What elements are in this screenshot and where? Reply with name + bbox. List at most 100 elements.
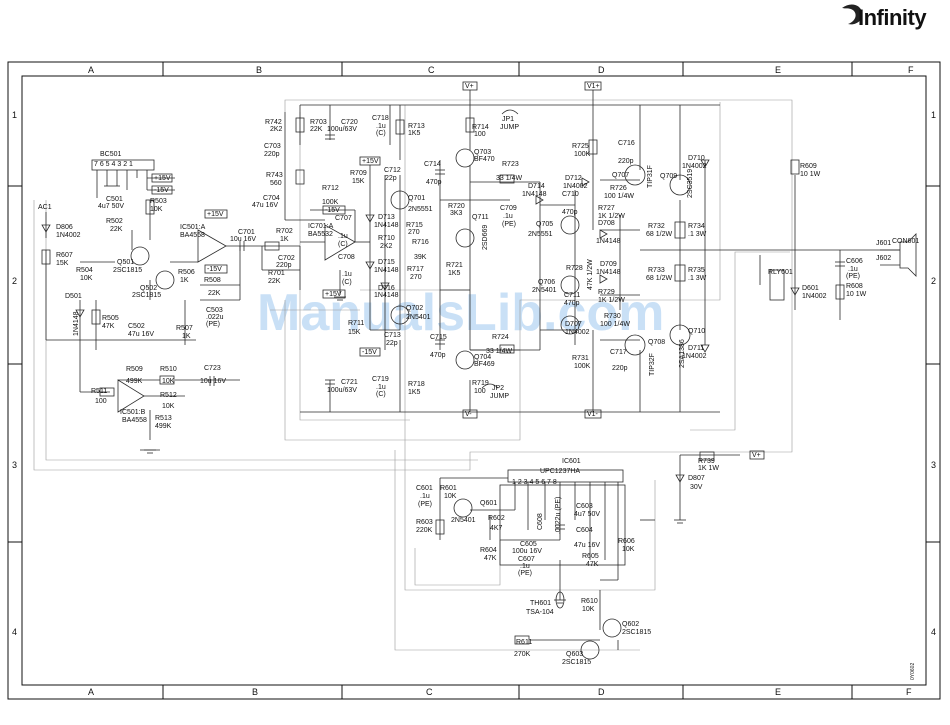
transistor-icon	[602, 618, 622, 638]
supply-vminus: V-	[465, 411, 472, 418]
logo-text: Infinity	[858, 5, 927, 30]
label-c608-value: .0022u (PE)	[555, 497, 562, 534]
grid-col-e: E	[775, 65, 781, 75]
label-jp1: JP1	[502, 116, 514, 123]
supply-m15v: -15V	[325, 207, 340, 214]
label-q703-value: BF470	[474, 156, 495, 163]
label-r712-value: 100K	[322, 199, 339, 206]
label-c502-value: 47u 16V	[128, 331, 154, 338]
label-c607-type: (PE)	[518, 570, 532, 577]
resistor-icon	[91, 309, 101, 325]
ground-icon	[334, 296, 346, 301]
label-r509: R509	[126, 366, 143, 373]
circuit-wiring	[45, 90, 917, 650]
label-r512: R512	[160, 392, 177, 399]
label-r611-value: 270K	[514, 651, 531, 658]
label-ic501a-value: BA4558	[180, 232, 205, 239]
label-d711-value: 1N4002	[682, 353, 707, 360]
label-r719-value: 100	[474, 388, 486, 395]
diode-icon	[75, 309, 85, 318]
label-rly601: RLY601	[768, 269, 793, 276]
capacitor-icon	[435, 339, 445, 345]
label-r717-value: 270	[410, 274, 422, 281]
label-c707: C707	[335, 215, 352, 222]
label-c721: C721	[341, 379, 358, 386]
grid-col-f: F	[906, 687, 912, 697]
label-r505-value: 47K	[102, 323, 115, 330]
label-d707-value: 1N4002	[565, 329, 590, 336]
grid-col-e: E	[775, 687, 781, 697]
label-r601-value: 10K	[444, 493, 457, 500]
label-d707: D707	[565, 321, 582, 328]
supply-v1plus: V1+	[587, 83, 600, 90]
label-d708: D708	[598, 220, 615, 227]
label-q702: Q702	[406, 305, 423, 312]
label-r716-value: 39K	[414, 254, 427, 261]
resistor-icon	[145, 199, 155, 215]
label-r508: R508	[204, 277, 221, 284]
label-d714: D714	[528, 183, 545, 190]
label-r604-value: 47K	[484, 555, 497, 562]
grid-row-2: 2	[931, 276, 936, 286]
label-r512-value: 10K	[162, 403, 175, 410]
diode-icon	[380, 282, 390, 291]
label-d713: D713	[378, 214, 395, 221]
label-c707-type: (C)	[338, 241, 348, 248]
label-q710-value: 2SA1386	[679, 339, 686, 368]
transistor-icon	[624, 334, 646, 356]
label-c719-type: (C)	[376, 391, 386, 398]
label-c723: C723	[204, 365, 221, 372]
label-q709: Q709	[660, 173, 677, 180]
label-r731-value: 100K	[574, 363, 591, 370]
label-c712-value: 22p	[385, 175, 397, 182]
supply-m15v: -15V	[362, 349, 377, 356]
resistor-icon	[295, 117, 305, 133]
resistor-icon	[835, 284, 845, 300]
grid-row-labels-right: 1 2 3 4	[931, 110, 936, 637]
label-d807-value: 30V	[690, 484, 703, 491]
label-r606: R606	[618, 538, 635, 545]
label-c503-value: .022u	[206, 314, 224, 321]
diode-icon	[41, 224, 51, 233]
resistor-icon	[699, 451, 715, 461]
label-r735-value: .1 3W	[688, 275, 707, 282]
resistor-icon	[790, 159, 800, 175]
label-c712: C712	[384, 167, 401, 174]
label-c607: C607	[518, 556, 535, 563]
transistor-icon	[669, 324, 691, 346]
capacitor-icon	[325, 379, 335, 385]
label-r729-value: 1K 1/2W	[598, 297, 625, 304]
label-r714: R714	[472, 124, 489, 131]
label-r743-value: 560	[270, 180, 282, 187]
label-ic501b: IC501:B	[120, 409, 146, 416]
label-c710: C710	[562, 191, 579, 198]
label-c720-value: 100u/63V	[327, 126, 357, 133]
label-c605-value: 100u 16V	[512, 548, 542, 555]
label-c503: C503	[206, 307, 223, 314]
label-q602: Q602	[622, 621, 639, 628]
label-c606-type: (PE)	[846, 273, 860, 280]
label-r712: R712	[322, 185, 339, 192]
label-r729: R729	[598, 289, 615, 296]
label-r735: R735	[688, 267, 705, 274]
label-r709: R709	[350, 170, 367, 177]
label-q706: Q706	[538, 279, 555, 286]
label-q602-value: 2SC1815	[622, 629, 651, 636]
capacitor-icon	[239, 241, 245, 251]
supply-p15v: +15V	[207, 211, 224, 218]
label-c716-value: 220p	[618, 158, 634, 165]
label-r604: R604	[480, 547, 497, 554]
grid-col-c: C	[426, 687, 433, 697]
label-r507-value: 1K	[182, 333, 191, 340]
watermark: ManualsLib.com	[257, 284, 664, 342]
resistor-icon	[514, 635, 530, 645]
label-r710-value: 2K2	[380, 243, 393, 250]
label-q711: Q711	[472, 214, 489, 221]
label-d712: D712	[565, 175, 582, 182]
label-c606: C606	[846, 258, 863, 265]
resistor-icon	[465, 117, 475, 133]
transistor-icon	[580, 640, 600, 660]
label-r505: R505	[102, 315, 119, 322]
label-c606-value: .1u	[848, 266, 858, 273]
label-c501-value: 4u7 50V	[98, 203, 124, 210]
